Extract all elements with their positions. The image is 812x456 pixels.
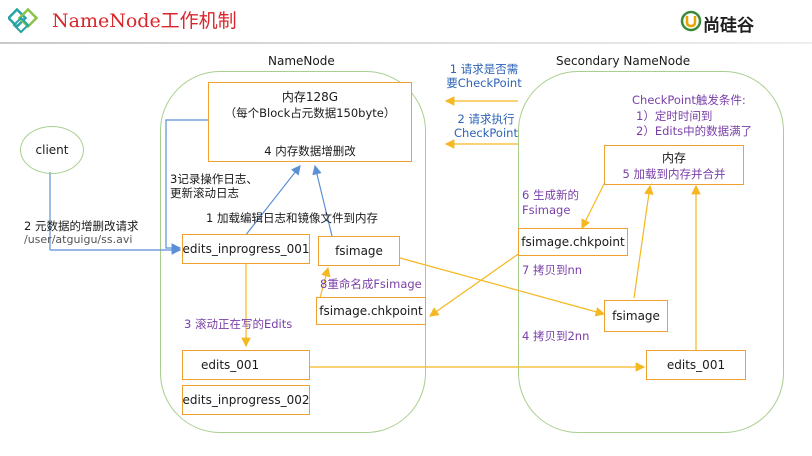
edits-inprogress-001-label: edits_inprogress_001	[182, 242, 310, 256]
step2-checkpoint-execute: 2 请求执行 CheckPoint	[448, 112, 524, 140]
namenode-panel	[160, 71, 426, 433]
2nn-memory-title: 内存	[661, 150, 686, 165]
memory-size: 内存128G	[281, 90, 339, 104]
nn-fsimage-box: fsimage	[318, 236, 400, 266]
brand-logo-icon	[680, 10, 702, 32]
nn-edits-001-box: edits_001	[182, 350, 310, 380]
checkpoint-trigger-1: 1）定时时间到	[636, 109, 713, 123]
memory-edit-step: 4 内存数据增删改	[264, 144, 356, 158]
step2-line2: CheckPoint	[454, 126, 518, 140]
step1-checkpoint-query: 1 请求是否需 要CheckPoint	[442, 62, 526, 90]
2nn-fsimage-label: fsimage	[612, 309, 660, 323]
step3-log-label-1: 3记录操作日志、	[170, 172, 258, 186]
memory-block-note: （每个Block占元数据150byte）	[224, 106, 396, 120]
step7-copy-label: 7 拷贝到nn	[522, 263, 583, 277]
2nn-fsimage-chkpoint-label: fsimage.chkpoint	[521, 235, 625, 249]
step1-line2: 要CheckPoint	[446, 76, 522, 90]
step2-line1: 2 请求执行	[457, 112, 515, 126]
2nn-edits-001-box: edits_001	[646, 350, 746, 380]
brand-logo-text: 尚硅谷	[703, 16, 754, 36]
nn-fsimage-chkpoint-box: fsimage.chkpoint	[316, 297, 426, 325]
header-logo-icon	[6, 6, 44, 36]
step6-label-2: Fsimage	[522, 203, 571, 217]
step1-load-label: 1 加载编辑日志和镜像文件到内存	[206, 211, 378, 225]
step6-label-1: 6 生成新的	[522, 188, 579, 202]
step8-rename-label: 8重命名成Fsimage	[320, 277, 422, 291]
nn-fsimage-label: fsimage	[335, 244, 383, 258]
title-underline	[0, 42, 812, 44]
step3-log-label-2: 更新滚动日志	[170, 186, 239, 200]
checkpoint-trigger-2: 2）Edits中的数据满了	[636, 124, 753, 138]
client-request-path: /user/atguigu/ss.avi	[24, 233, 133, 246]
step3-roll-label: 3 滚动正在写的Edits	[184, 317, 293, 331]
step1-line1: 1 请求是否需	[449, 62, 519, 76]
2nn-memory-box: 内存 5 加载到内存并合并	[604, 145, 744, 185]
namenode-title: NameNode	[268, 54, 335, 68]
client-node: client	[20, 126, 84, 174]
nn-edits-001-label: edits_001	[201, 358, 260, 372]
page-title: NameNode工作机制	[52, 10, 237, 32]
secondary-namenode-title: Secondary NameNode	[556, 54, 691, 68]
2nn-fsimage-chkpoint-box: fsimage.chkpoint	[518, 228, 628, 256]
edits-inprogress-002-box: edits_inprogress_002	[182, 385, 310, 415]
edits-inprogress-002-label: edits_inprogress_002	[182, 393, 310, 407]
checkpoint-trigger-title: CheckPoint触发条件:	[632, 93, 746, 107]
namenode-memory-box: 内存128G （每个Block占元数据150byte） 4 内存数据增删改	[208, 82, 412, 162]
step4-copy-label: 4 拷贝到2nn	[522, 329, 590, 343]
2nn-edits-001-label: edits_001	[666, 358, 726, 372]
edits-inprogress-001-box: edits_inprogress_001	[182, 234, 310, 264]
nn-fsimage-chkpoint-label: fsimage.chkpoint	[319, 304, 423, 318]
2nn-memory-merge: 5 加载到内存并合并	[622, 166, 726, 181]
client-request-label: 2 元数据的增删改请求	[24, 219, 139, 233]
client-label: client	[35, 143, 69, 157]
2nn-fsimage-box: fsimage	[604, 300, 668, 332]
